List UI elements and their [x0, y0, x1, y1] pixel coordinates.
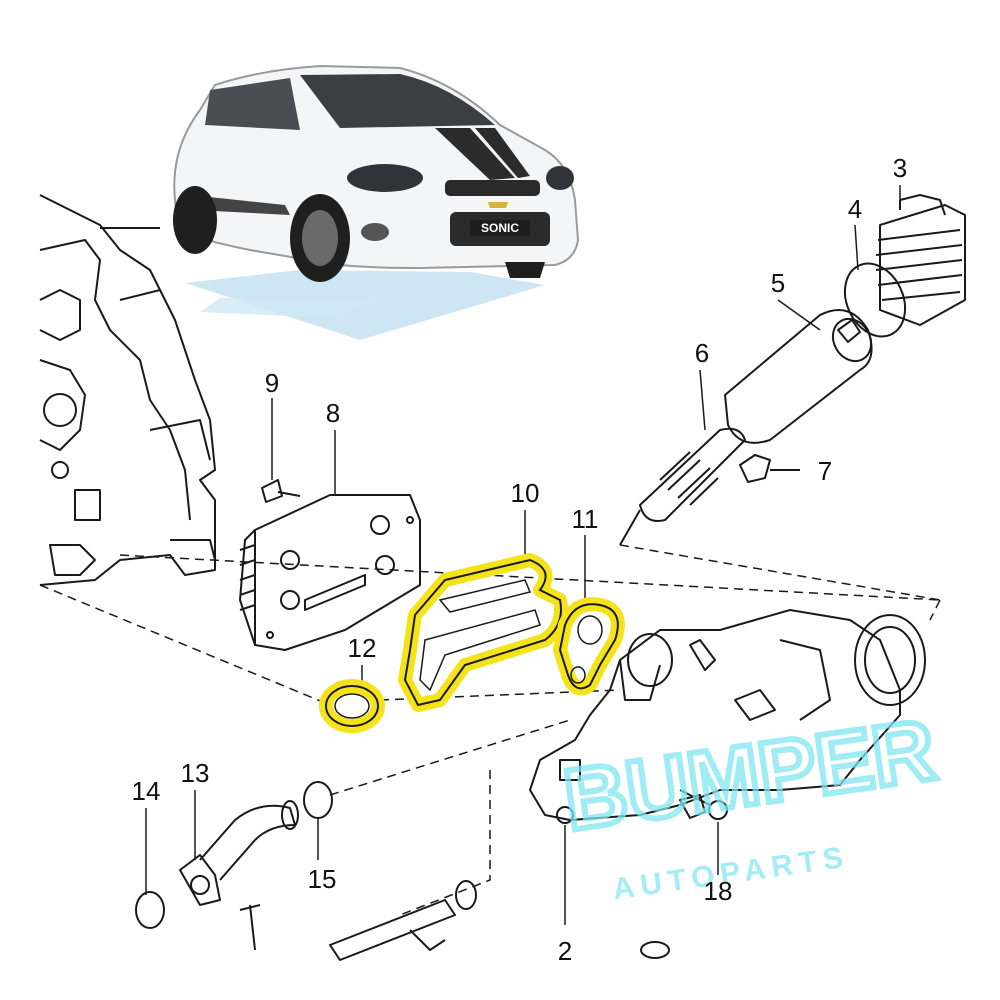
callout-12: 12: [348, 633, 377, 663]
car-side-window: [205, 78, 300, 130]
callout-6: 6: [695, 338, 709, 368]
callout-13: 13: [181, 758, 210, 788]
car-stripe-2: [475, 128, 530, 178]
callout-11: 11: [572, 504, 599, 534]
callout-10: 10: [511, 478, 540, 508]
callout-18: 18: [704, 876, 733, 906]
callout-5: 5: [771, 268, 785, 298]
gasket-10: [403, 558, 562, 707]
gasket-11-hole: [577, 615, 603, 645]
filter-cap: [875, 194, 966, 326]
line-drawing: [39, 185, 966, 961]
callout-2: 2: [558, 936, 572, 966]
callout-9: 9: [265, 368, 279, 398]
callout-7: 7: [818, 456, 832, 486]
car-stripe: [435, 128, 515, 180]
car-fog-light: [361, 223, 389, 241]
car-wheel-front-rim: [302, 210, 338, 266]
bolt-9: [261, 479, 301, 503]
callout-14: 14: [132, 776, 161, 806]
watermark: BUMPER AUTOPARTS: [555, 699, 943, 906]
leader-lines: [145, 185, 901, 925]
license-plate-text: SONIC: [481, 221, 519, 235]
floor-shadow-line: [200, 298, 380, 318]
gasket-12: [325, 685, 379, 727]
pipe-13: [179, 800, 299, 951]
callout-4: 4: [848, 194, 862, 224]
dashed-leaders: [39, 544, 941, 916]
o-ring-15: [303, 781, 333, 819]
gasket-12-inner: [334, 693, 370, 719]
callout-labels: 3 4 5 6 7 8 9 10 11 12 13 14 15 18 2: [132, 153, 908, 966]
gasket-11-hole-2: [570, 666, 586, 684]
car-bowtie-logo: [488, 202, 508, 208]
clip-7: [739, 454, 800, 483]
gasket-10-highlight: [398, 553, 568, 712]
car-wheel-rear: [173, 186, 217, 254]
bolt-18: [679, 789, 728, 820]
car-headlight-left: [347, 164, 423, 192]
car-image: SONIC: [173, 64, 580, 340]
filter-housing: [529, 609, 926, 824]
callout-3: 3: [893, 153, 907, 183]
highlighted-gaskets: [319, 553, 625, 733]
oil-filter-element: [724, 309, 873, 444]
car-wheel-far: [505, 262, 545, 278]
license-plate: [470, 220, 530, 236]
oil-cooler: [239, 494, 421, 651]
watermark-main: BUMPER: [558, 702, 940, 849]
gasket-10-inner: [419, 579, 541, 692]
gasket-11: [558, 603, 619, 690]
car-headlight-right: [546, 166, 574, 190]
tube-lower: [329, 880, 670, 961]
engine-block: [39, 194, 216, 586]
o-ring-14: [135, 891, 165, 929]
callout-15: 15: [308, 864, 337, 894]
car-windshield: [300, 74, 495, 128]
car-grille-upper: [445, 180, 540, 196]
valve-6: [619, 427, 746, 546]
callout-8: 8: [326, 398, 340, 428]
